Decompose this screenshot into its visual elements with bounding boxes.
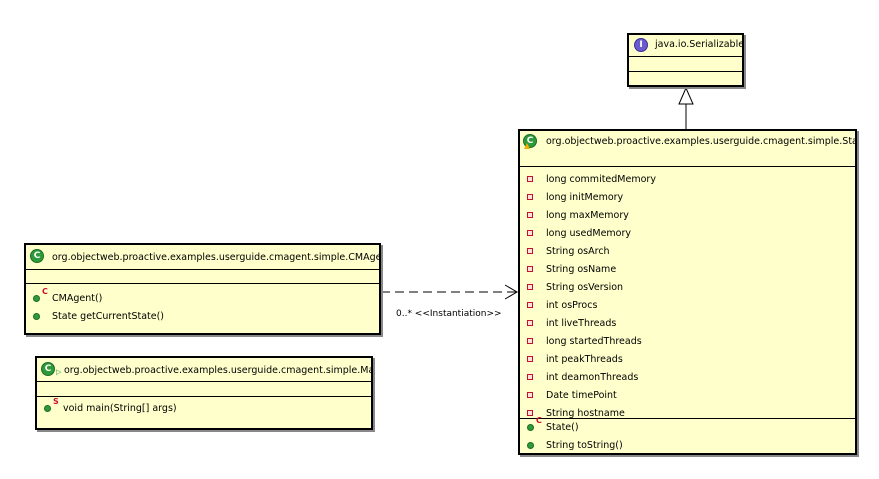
field-label: String hostname bbox=[546, 408, 625, 419]
field-label: String osVersion bbox=[546, 282, 624, 293]
method-row[interactable]: C State() bbox=[520, 416, 855, 437]
field-row[interactable]: long maxMemory bbox=[520, 207, 855, 225]
field-row[interactable]: String osVersion bbox=[520, 279, 855, 297]
class-icon: C bbox=[41, 362, 55, 376]
state-class-name: org.objectweb.proactive.examples.usergui… bbox=[546, 136, 855, 147]
field-label: String osName bbox=[546, 264, 617, 275]
interface-icon: I bbox=[634, 38, 648, 52]
method-label: void main(String[] args) bbox=[63, 403, 177, 414]
private-field-icon bbox=[527, 392, 533, 398]
private-field-icon bbox=[527, 194, 533, 200]
serializable-interface-box[interactable]: I java.io.Serializable bbox=[627, 33, 744, 87]
state-fields-section: long commitedMemory long initMemory long m… bbox=[520, 167, 855, 419]
instantiation-label: 0..* <<Instantiation>> bbox=[396, 309, 502, 319]
main-class-box[interactable]: C ▷ org.objectweb.proactive.examples.use… bbox=[35, 356, 373, 430]
field-row[interactable]: String hostname bbox=[520, 405, 855, 423]
private-field-icon bbox=[527, 410, 533, 416]
field-row[interactable]: long usedMemory bbox=[520, 225, 855, 243]
field-label: int peakThreads bbox=[546, 354, 623, 365]
class-icon: C bbox=[523, 134, 537, 149]
private-field-icon bbox=[527, 230, 533, 236]
instantiation-arrowhead bbox=[504, 284, 518, 300]
serializable-operations-section bbox=[629, 72, 742, 85]
field-label: long usedMemory bbox=[546, 228, 632, 239]
private-field-icon bbox=[527, 212, 533, 218]
cmagent-fields-section bbox=[26, 270, 379, 284]
public-method-icon bbox=[527, 424, 534, 431]
field-label: int liveThreads bbox=[546, 318, 617, 329]
private-field-icon bbox=[527, 356, 533, 362]
public-method-icon bbox=[527, 442, 534, 449]
field-row[interactable]: int osProcs bbox=[520, 297, 855, 315]
method-label: String toString() bbox=[546, 440, 623, 451]
field-row[interactable]: String osArch bbox=[520, 243, 855, 261]
field-label: long startedThreads bbox=[546, 336, 642, 347]
private-field-icon bbox=[527, 176, 533, 182]
state-methods-section: C State() String toString() bbox=[520, 416, 855, 455]
field-label: int osProcs bbox=[546, 300, 598, 311]
field-label: int deamonThreads bbox=[546, 372, 639, 383]
modifier-icon: S bbox=[53, 397, 59, 406]
field-row[interactable]: int peakThreads bbox=[520, 351, 855, 369]
method-row[interactable]: State getCurrentState() bbox=[26, 308, 379, 326]
cmagent-class-name: org.objectweb.proactive.examples.usergui… bbox=[52, 252, 379, 263]
private-field-icon bbox=[527, 266, 533, 272]
field-label: String osArch bbox=[546, 246, 610, 257]
method-label: State getCurrentState() bbox=[52, 311, 165, 322]
field-row[interactable]: int deamonThreads bbox=[520, 369, 855, 387]
method-row[interactable]: String toString() bbox=[520, 437, 855, 455]
field-row[interactable]: int liveThreads bbox=[520, 315, 855, 333]
class-icon: C bbox=[30, 249, 44, 263]
field-row[interactable]: String osName bbox=[520, 261, 855, 279]
field-label: long initMemory bbox=[546, 192, 624, 203]
field-row[interactable]: Date timePoint bbox=[520, 387, 855, 405]
private-field-icon bbox=[527, 320, 533, 326]
private-field-icon bbox=[527, 248, 533, 254]
field-row[interactable]: long initMemory bbox=[520, 189, 855, 207]
public-method-icon bbox=[33, 313, 40, 320]
private-field-icon bbox=[527, 302, 533, 308]
private-field-icon bbox=[527, 338, 533, 344]
field-row[interactable]: long commitedMemory bbox=[520, 171, 855, 189]
field-label: long commitedMemory bbox=[546, 174, 656, 185]
private-field-icon bbox=[527, 284, 533, 290]
method-label: CMAgent() bbox=[52, 293, 103, 304]
cmagent-methods-section: C CMAgent() State getCurrentState() bbox=[26, 284, 379, 326]
generalization-arrowhead bbox=[678, 86, 694, 105]
public-method-icon bbox=[33, 295, 40, 302]
serializable-attributes-section bbox=[629, 57, 742, 72]
method-label: State() bbox=[546, 422, 579, 433]
private-field-icon bbox=[527, 374, 533, 380]
method-row[interactable]: C CMAgent() bbox=[26, 287, 379, 308]
serializable-name: java.io.Serializable bbox=[655, 39, 742, 50]
main-class-name: org.objectweb.proactive.examples.usergui… bbox=[64, 365, 371, 376]
state-class-box[interactable]: C org.objectweb.proactive.examples.userg… bbox=[518, 129, 857, 455]
main-fields-section bbox=[37, 382, 371, 397]
public-method-icon bbox=[44, 405, 51, 412]
field-label: long maxMemory bbox=[546, 210, 629, 221]
modifier-icon: C bbox=[42, 287, 48, 296]
modifier-icon: C bbox=[536, 416, 542, 425]
field-label: Date timePoint bbox=[546, 390, 617, 401]
run-icon: ▷ bbox=[56, 368, 62, 376]
cmagent-class-box[interactable]: C org.objectweb.proactive.examples.userg… bbox=[24, 243, 381, 335]
warning-icon bbox=[524, 143, 530, 149]
field-row[interactable]: long startedThreads bbox=[520, 333, 855, 351]
